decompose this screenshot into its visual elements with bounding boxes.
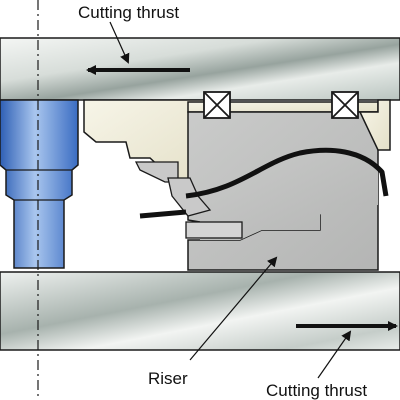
- leader-top: [109, 21, 130, 64]
- upper-die-plate: [0, 37, 400, 101]
- label-riser: Riser: [148, 369, 188, 388]
- workpiece-flange: [139, 209, 187, 219]
- label-cutting-thrust-bottom: Cutting thrust: [266, 381, 367, 400]
- leader-riser: [189, 256, 278, 361]
- cam-slide-pad: [185, 221, 243, 239]
- label-cutting-thrust-top: Cutting thrust: [78, 3, 179, 22]
- cam-side-step: [358, 99, 391, 151]
- driver-punch: [0, 99, 79, 269]
- leader-bottom: [317, 330, 352, 379]
- gib-left: [203, 91, 231, 119]
- workpiece-sheet: [185, 147, 389, 199]
- cam-cavity: [200, 148, 378, 240]
- gib-right: [331, 91, 359, 119]
- lower-die-plate: [0, 271, 400, 351]
